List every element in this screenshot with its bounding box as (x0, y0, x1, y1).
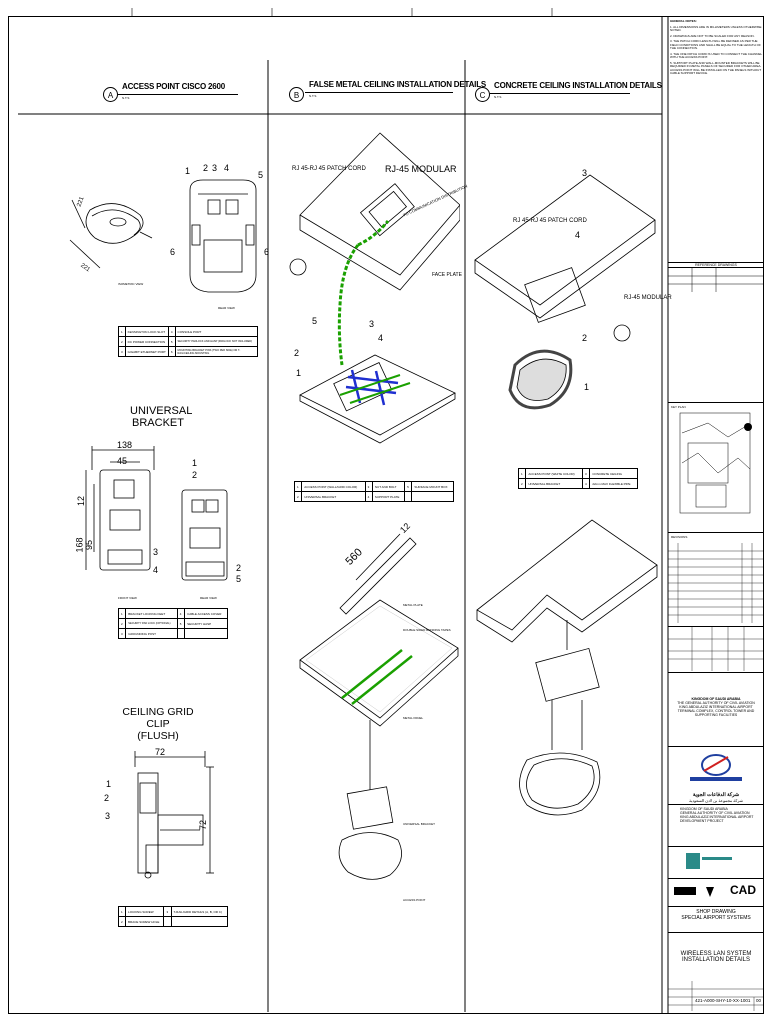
c-callout-2: 2 (582, 333, 588, 343)
subcontractor-logo (674, 887, 714, 897)
cad-logo: CAD (730, 883, 756, 897)
false-ceiling-exploded-drawing (299, 533, 459, 880)
false-ceiling-drawing (289, 132, 460, 444)
contractor-logo-box: شركة الدفاعات الجوية شركة مجموعة بن لادن… (668, 746, 764, 803)
c-callout-3: 3 (582, 168, 588, 178)
border-ticks (131, 8, 553, 16)
bracket-callout-5: 5 (236, 574, 242, 584)
bracket-callout-3: 3 (153, 547, 159, 557)
bracket-callout-2b: 2 (236, 563, 242, 573)
b-access-point-label: ACCESS POINT (403, 898, 426, 902)
panel-a-title: ACCESS POINT CISCO 2600 (122, 82, 225, 91)
key-plan-box: KEY PLAN (668, 402, 764, 530)
clip-callout-1: 1 (106, 779, 112, 789)
dim-45: 45 (117, 456, 128, 466)
ap-isometric-drawing (69, 199, 153, 269)
drawing-frame (8, 16, 764, 1014)
c-callout-1: 1 (584, 382, 590, 392)
b-callout-2: 2 (294, 348, 300, 358)
general-notes: GENERAL NOTES: 1. ALL DIMENSIONS ARE IN … (670, 19, 763, 75)
c-patch-cord-label: RJ 45-RJ 45 PATCH CORD (513, 218, 587, 224)
c-callout-4: 4 (575, 230, 581, 240)
rear-view-label: REAR VIEW (218, 306, 235, 310)
bracket-rear-view-label: REAR VIEW (200, 596, 217, 600)
panel-b-letter: B (289, 87, 304, 102)
b-face-plate-label: FACE PLATE (432, 272, 462, 278)
drawing-type-box: SHOP DRAWING SPECIAL AIRPORT SYSTEMS (668, 906, 764, 932)
b-double-tape-label: DOUBLE SIDED BONDING TAPES (403, 628, 451, 632)
ap-rear-drawing (189, 179, 257, 293)
panel-c-letter: C (475, 87, 490, 102)
callout-4: 4 (224, 163, 230, 173)
bracket-rear-drawing (181, 489, 228, 581)
ceiling-clip-drawing (134, 751, 214, 879)
dim-138: 138 (117, 440, 133, 450)
concrete-ceiling-drawing (474, 174, 656, 410)
b-patch-cord-label: RJ 45-RJ 45 PATCH CORD (292, 166, 366, 172)
front-view-label: FRONT VIEW (118, 596, 137, 600)
key-plan-map (679, 412, 752, 514)
bracket-callout-2: 2 (192, 470, 198, 480)
client-box: KINGDOM OF SAUDI ARABIA THE GENERAL AUTH… (668, 672, 764, 744)
callout-6: 6 (170, 247, 176, 257)
bracket-callout-4: 4 (153, 565, 159, 575)
b-metal-panel-label: METAL PANEL (403, 716, 424, 720)
clip-dim-72b: 72 (198, 819, 209, 831)
dim-95: 95 (84, 539, 95, 551)
consultant-logo-box (668, 846, 764, 876)
bracket-front-drawing (85, 446, 155, 571)
ceiling-clip-title: CEILING GRID CLIP (FLUSH) (122, 706, 194, 742)
b-callout-3: 3 (369, 319, 375, 329)
panel-b-title: FALSE METAL CEILING INSTALLATION DETAILS (309, 80, 487, 89)
b-callout-4: 4 (378, 333, 384, 343)
concrete-ceiling-exploded-drawing (476, 519, 658, 816)
callout-3: 3 (212, 163, 218, 173)
panel-a-scale: N.T.S (122, 96, 130, 100)
reference-drawings-box: REFERENCE DRAWINGS (668, 262, 764, 400)
clip-callout-2: 2 (104, 793, 110, 803)
iso-view-label: ISOMETRIC VIEW (118, 282, 144, 286)
subcontractor-logo-box: CAD (668, 878, 764, 908)
b-callout-1: 1 (296, 368, 302, 378)
revisions-box: REVISIONS (668, 532, 764, 624)
b-universal-bracket-label: UNIVERSAL BRACKET (403, 822, 435, 826)
clip-callout-3: 3 (105, 811, 111, 821)
consultant-logo (686, 853, 732, 869)
drawing-title-box: WIRELESS LAN SYSTEM INSTALLATION DETAILS… (668, 932, 764, 1011)
c-modular-label: RJ-45 MODULAR (624, 295, 672, 301)
b-metal-plate-label: METAL PLATE (403, 603, 423, 607)
approvals-box (668, 626, 764, 671)
b-modular-label: RJ-45 MODULAR (385, 164, 457, 174)
callout-2: 2 (203, 163, 209, 173)
dim-12: 12 (76, 495, 87, 507)
clip-dim-72a: 72 (155, 747, 166, 757)
b-callout-5: 5 (312, 316, 318, 326)
project-box: KINGDOM OF SAUDI ARABIA GENERAL AUTHORIT… (668, 804, 764, 844)
callout-6b: 6 (264, 247, 270, 257)
panel-a-letter: A (103, 87, 118, 102)
callout-1: 1 (185, 166, 191, 176)
universal-bracket-title: UNIVERSAL BRACKET (130, 405, 193, 429)
panel-b-scale: N.T.S (309, 94, 317, 98)
panel-c-scale: N.T.S (494, 95, 502, 99)
bracket-callout-1: 1 (192, 458, 198, 468)
contractor-logo (690, 754, 742, 781)
callout-5: 5 (258, 170, 264, 180)
panel-c-title: CONCRETE CEILING INSTALLATION DETAILS (494, 81, 662, 90)
